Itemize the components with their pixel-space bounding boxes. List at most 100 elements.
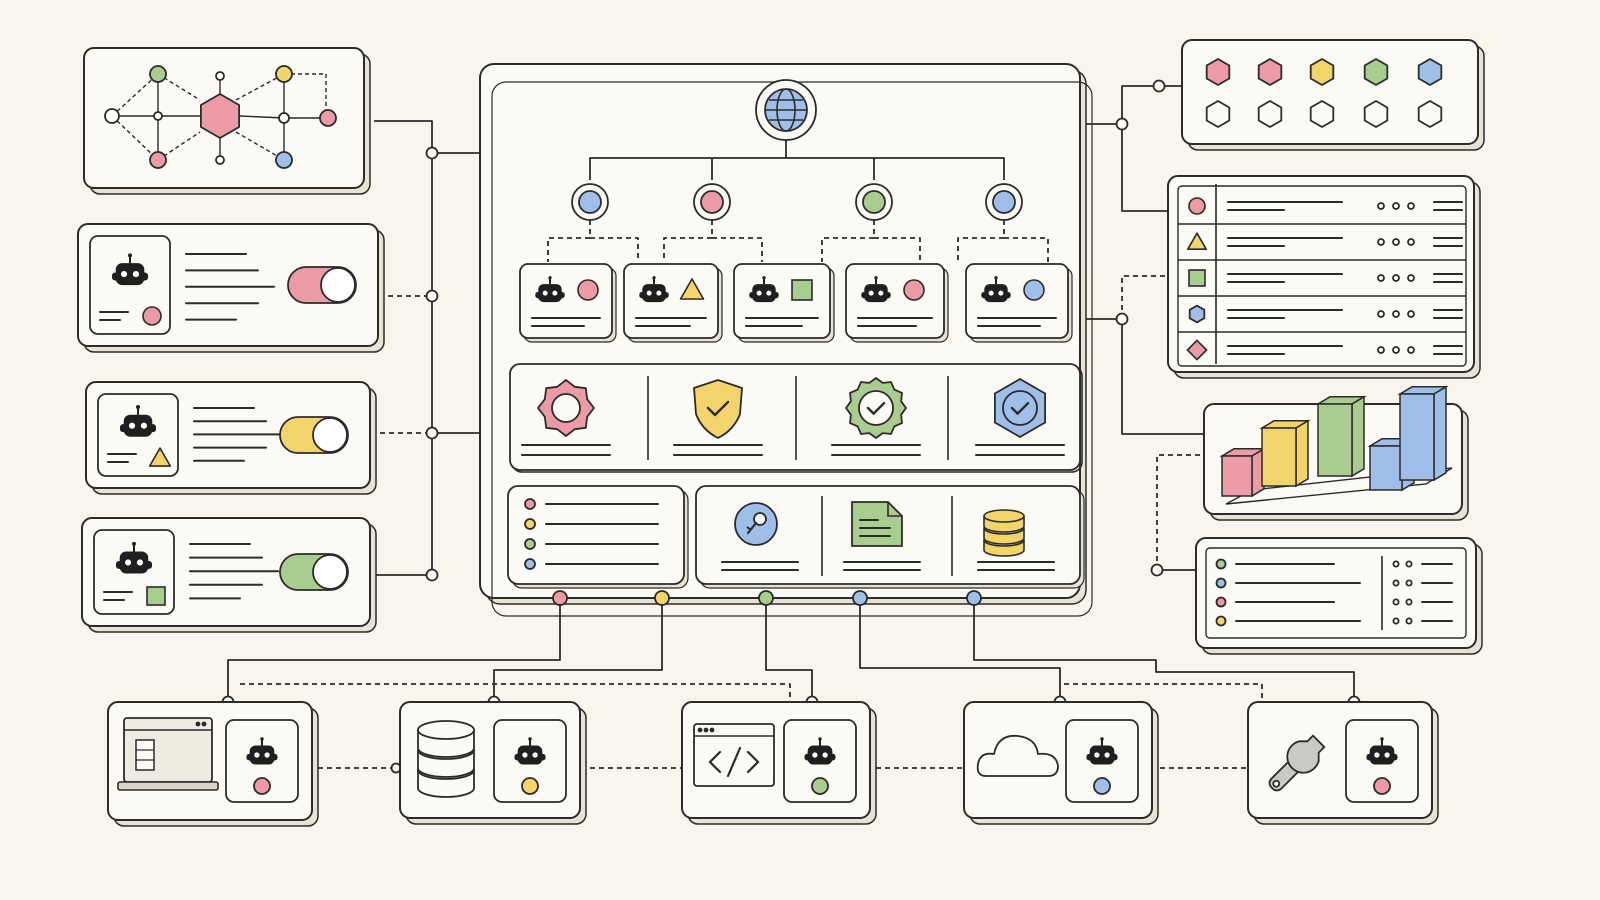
robot-eye	[136, 559, 144, 566]
robot-icon	[115, 541, 153, 574]
right-wire	[1156, 454, 1204, 570]
bottom-dashed-wire	[240, 683, 791, 700]
robot-head	[1089, 745, 1115, 765]
robot-icon	[111, 253, 149, 286]
table-row[interactable]	[1178, 259, 1466, 287]
tool-agent-card[interactable]	[1247, 701, 1439, 825]
document-icon[interactable]	[851, 501, 903, 547]
legend-dot	[1405, 598, 1413, 606]
agent-status-dot	[1373, 777, 1391, 795]
sub-node[interactable]	[855, 183, 893, 221]
bottom-wire	[493, 598, 663, 702]
cloud-icon[interactable]	[976, 734, 1059, 777]
robot-antenna-tip	[548, 276, 552, 280]
robot-eye	[656, 290, 662, 296]
table-row[interactable]	[1178, 295, 1466, 324]
badge-center	[858, 390, 894, 426]
graph-node	[153, 111, 163, 121]
tool-agent-card[interactable]	[399, 701, 587, 825]
agent-dash-wire	[957, 220, 1005, 262]
robot-icon	[119, 405, 157, 437]
laptop-base	[117, 781, 219, 791]
gear-icon[interactable]	[537, 379, 595, 437]
table-row[interactable]	[1178, 331, 1466, 361]
check-mark	[866, 402, 886, 415]
table-row[interactable]	[1178, 223, 1466, 250]
agent-card[interactable]	[519, 263, 617, 343]
agent-description	[185, 253, 275, 321]
triangle-badge-icon	[1187, 232, 1207, 250]
robot-eye	[812, 752, 818, 758]
toggle-switch[interactable]	[279, 553, 349, 591]
chart-cube	[1315, 395, 1367, 478]
toggle-switch[interactable]	[287, 266, 357, 304]
robot-eye	[542, 290, 548, 296]
bus-junction	[425, 568, 439, 582]
database-icon[interactable]	[983, 509, 1025, 557]
circle-badge-icon	[1188, 197, 1206, 215]
robot-eye	[532, 752, 538, 758]
bottom-wire	[859, 598, 1061, 702]
window-dot	[201, 721, 207, 727]
bus-junction	[1152, 79, 1166, 93]
graph-node	[275, 65, 293, 83]
agent-card[interactable]	[845, 263, 949, 343]
table-row[interactable]	[1188, 197, 1463, 215]
row-menu-dot	[1407, 274, 1415, 282]
card-body	[965, 263, 1069, 339]
agent-card[interactable]	[733, 263, 835, 343]
hexagon-badge-icon	[1188, 304, 1206, 324]
tool-agent-card[interactable]	[963, 701, 1159, 825]
graph-node	[275, 151, 293, 169]
robot-eye	[1094, 752, 1100, 758]
key-ring	[753, 512, 767, 526]
left-agent-card[interactable]	[85, 381, 377, 495]
db-top	[417, 720, 475, 740]
tool-agent-card[interactable]	[107, 701, 319, 827]
sub-node[interactable]	[571, 183, 609, 221]
robot-antenna-tip	[652, 276, 656, 280]
robot-eye	[552, 290, 558, 296]
wrench-icon[interactable]	[1261, 730, 1330, 799]
database-icon[interactable]	[417, 720, 475, 798]
output-port	[552, 590, 568, 606]
key-search-icon[interactable]	[734, 502, 778, 546]
left-agent-card[interactable]	[81, 517, 377, 633]
agent-dash-wire	[590, 237, 639, 262]
cloud-shape	[976, 734, 1059, 777]
globe-hub[interactable]	[755, 79, 817, 141]
output-port	[966, 590, 982, 606]
list-bullet	[524, 538, 536, 550]
row-menu-dot	[1407, 238, 1415, 246]
code-editor-icon[interactable]	[693, 723, 775, 787]
output-port	[852, 590, 868, 606]
agent-card[interactable]	[623, 263, 723, 343]
hexagon-check-icon[interactable]	[994, 378, 1046, 438]
agent-status-dot	[811, 777, 829, 795]
robot-antenna-tip	[260, 737, 264, 741]
output-port	[758, 590, 774, 606]
central-orchestrator-panel	[479, 63, 1093, 617]
toggle-switch[interactable]	[279, 416, 349, 454]
robot-eye	[878, 290, 884, 296]
browser-window-icon[interactable]	[117, 717, 219, 791]
left-agent-card[interactable]	[77, 223, 385, 353]
chart-cube	[1259, 419, 1311, 488]
toggle-knob	[320, 267, 356, 303]
tool-agent-card[interactable]	[681, 701, 877, 825]
shield-check-icon[interactable]	[693, 379, 743, 439]
legend-dot	[1405, 579, 1413, 587]
agent-card[interactable]	[965, 263, 1073, 343]
legend-bullet	[1215, 596, 1227, 608]
square-badge-icon	[146, 586, 166, 606]
robot-eye	[120, 271, 128, 278]
graph-edge	[111, 115, 159, 161]
db-top	[983, 509, 1025, 523]
sub-node[interactable]	[985, 183, 1023, 221]
sub-node[interactable]	[693, 183, 731, 221]
hub-branch	[589, 157, 1005, 180]
bus-junction	[1115, 312, 1129, 326]
bus-junction	[425, 289, 439, 303]
badge-check-icon[interactable]	[845, 377, 907, 439]
palette-swatch-icon	[1205, 58, 1231, 86]
